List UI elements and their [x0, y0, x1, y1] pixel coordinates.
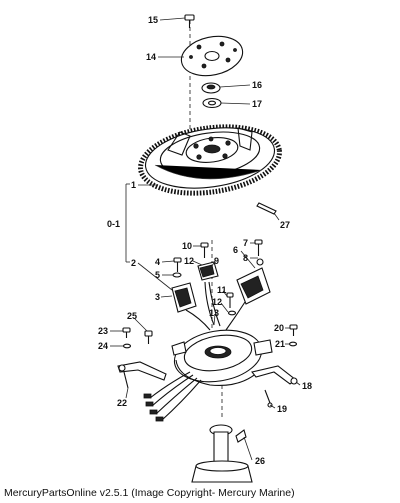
callout-24: 24	[98, 341, 108, 351]
callout-9: 9	[214, 256, 219, 266]
callout-labels: 15 14 16 17 1 0-1 27 2 4 5 3 10 12 9 7 6…	[98, 15, 312, 466]
callout-17: 17	[252, 99, 262, 109]
callout-8: 8	[243, 253, 248, 263]
callout-27: 27	[280, 220, 290, 230]
part-27-key	[256, 202, 277, 215]
callout-11: 11	[217, 285, 227, 295]
assembly-bracket	[125, 183, 130, 263]
callout-13: 13	[209, 308, 219, 318]
wire-harness	[143, 371, 202, 422]
callout-5: 5	[155, 270, 160, 280]
callout-14: 14	[146, 52, 156, 62]
part-7-screw	[254, 239, 263, 256]
callout-3: 3	[155, 292, 160, 302]
callout-25: 25	[127, 311, 137, 321]
part-21-washer	[288, 341, 298, 347]
part-14-plate	[180, 35, 244, 77]
callout-10: 10	[182, 241, 192, 251]
callout-6: 6	[233, 245, 238, 255]
part-20-screw	[289, 324, 298, 336]
callout-0-1: 0-1	[107, 219, 120, 229]
part-15-screw	[184, 14, 195, 28]
callout-21: 21	[275, 339, 285, 349]
part-17-washer	[202, 97, 222, 109]
part-19-pin	[264, 389, 273, 408]
callout-19: 19	[277, 404, 287, 414]
callout-20: 20	[274, 323, 284, 333]
part-4-screw	[173, 257, 182, 272]
part-5-washer	[172, 272, 182, 278]
callout-7: 7	[243, 238, 248, 248]
callout-18: 18	[302, 381, 312, 391]
callout-12a: 12	[184, 256, 194, 266]
part-13-wires	[185, 281, 246, 331]
callout-23: 23	[98, 326, 108, 336]
callout-16: 16	[252, 80, 262, 90]
callout-12b: 12	[212, 297, 222, 307]
part-23-screw	[122, 327, 131, 338]
part-22-link	[117, 361, 167, 389]
callout-2: 2	[131, 258, 136, 268]
part-12-washer	[227, 310, 237, 316]
part-6-coil	[236, 258, 271, 305]
callout-4: 4	[155, 257, 160, 267]
part-11-screw	[226, 292, 234, 308]
part-26-base	[191, 424, 253, 483]
callout-1: 1	[131, 180, 136, 190]
callout-22: 22	[117, 398, 127, 408]
leader-lines	[110, 17, 301, 461]
callout-15: 15	[148, 15, 158, 25]
part-3-coil	[171, 282, 197, 313]
part-25-screw	[144, 330, 153, 344]
callout-26: 26	[255, 456, 265, 466]
part-2-stator-plate	[171, 329, 273, 387]
part-16-nut	[201, 82, 221, 94]
part-10-screw	[200, 242, 209, 258]
part-9-trigger	[197, 261, 219, 281]
part-18-arm	[251, 365, 298, 385]
part-1-flywheel	[138, 124, 282, 196]
copyright-caption: MercuryPartsOnline v2.5.1 (Image Copyrig…	[4, 487, 295, 499]
part-24-washer	[122, 343, 132, 349]
